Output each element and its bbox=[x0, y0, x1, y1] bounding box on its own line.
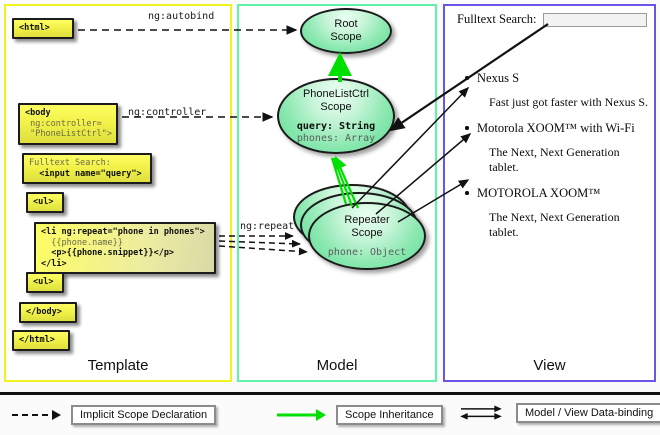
view-content: Fulltext Search: Nexus S Fast just got f… bbox=[451, 12, 649, 342]
view-phone-list: Nexus S Fast just got faster with Nexus … bbox=[451, 71, 649, 240]
view-search-label: Fulltext Search: bbox=[457, 12, 537, 26]
scope-phonelistctrl-title-2: Scope bbox=[320, 100, 352, 113]
scope-phonelistctrl[interactable]: PhoneListCtrl Scope query: String phones… bbox=[277, 78, 395, 154]
scope-root-title-1: Root bbox=[334, 18, 358, 30]
code-text-label: Fulltext Search: bbox=[29, 158, 111, 168]
view-search-input[interactable] bbox=[542, 12, 647, 27]
code-text-3: "PhoneListCtrl"> bbox=[25, 129, 112, 139]
template-box-body-close: </body> bbox=[19, 302, 77, 323]
code-text: <ul> bbox=[33, 197, 54, 207]
list-item[interactable]: Nexus S bbox=[465, 71, 649, 86]
template-box-html-close: </html> bbox=[12, 330, 70, 351]
scope-prop-phones: phones: Array bbox=[296, 132, 376, 144]
scope-root[interactable]: Root Scope bbox=[300, 8, 392, 54]
panel-model-label: Model bbox=[316, 357, 358, 374]
code-text: </body> bbox=[26, 307, 62, 317]
code-text-1: <body bbox=[25, 108, 51, 118]
bullet-icon bbox=[465, 191, 469, 195]
legend-label: Implicit Scope Declaration bbox=[71, 405, 217, 425]
legend-divider bbox=[0, 392, 660, 395]
list-item-snippet: The Next, Next Generation tablet. bbox=[489, 145, 620, 174]
view-search-row: Fulltext Search: bbox=[457, 12, 649, 27]
list-item-name: MOTOROLA XOOM™ bbox=[477, 186, 601, 200]
code-text-2: ng:controller= bbox=[25, 118, 102, 129]
template-box-ul-open: <ul> bbox=[26, 192, 64, 213]
code-text-1: <li ng:repeat="phone in phones"> bbox=[41, 227, 205, 237]
code-text: <html> bbox=[19, 23, 50, 33]
edge-label-ng-controller: ng:controller bbox=[128, 107, 207, 118]
legend-item-scope-inheritance: Scope Inheritance bbox=[275, 405, 443, 425]
list-item-name: Nexus S bbox=[477, 71, 520, 85]
template-box-li-repeat: <li ng:repeat="phone in phones"> {{phone… bbox=[34, 222, 216, 274]
edge-label-ng-repeat: ng:repeat bbox=[240, 221, 295, 232]
code-text: </html> bbox=[19, 335, 55, 345]
legend-label: Scope Inheritance bbox=[336, 405, 443, 425]
legend-label: Model / View Data-binding bbox=[516, 403, 660, 423]
code-text: <ul> bbox=[33, 277, 54, 287]
list-item[interactable]: Motorola XOOM™ with Wi-Fi bbox=[465, 121, 649, 136]
scope-root-title-2: Scope bbox=[330, 31, 362, 43]
code-text-4: </li> bbox=[41, 258, 67, 269]
code-text-input: <input name="query"> bbox=[29, 168, 142, 179]
bullet-icon bbox=[465, 76, 469, 80]
bidirectional-arrow-icon bbox=[460, 405, 502, 420]
scope-repeater-title-1: Repeater bbox=[344, 213, 390, 226]
legend-item-implicit-scope-declaration: Implicit Scope Declaration bbox=[10, 405, 217, 425]
bullet-icon bbox=[465, 126, 469, 130]
panel-view-label: View bbox=[533, 357, 566, 374]
dashed-arrow-icon bbox=[12, 410, 61, 420]
scope-repeater[interactable]: Repeater Scope phone: Object bbox=[308, 202, 426, 270]
template-box-ul-close: <ul> bbox=[26, 272, 64, 293]
template-box-html-open: <html> bbox=[12, 18, 74, 39]
list-item[interactable]: MOTOROLA XOOM™ bbox=[465, 186, 649, 201]
scope-prop-query: query: String bbox=[296, 120, 376, 132]
code-text-2: {{phone.name}} bbox=[41, 237, 123, 248]
scope-repeater-title-2: Scope bbox=[351, 226, 383, 239]
list-item-snippet: Fast just got faster with Nexus S. bbox=[489, 95, 648, 109]
template-box-fulltext-search: Fulltext Search: <input name="query"> bbox=[22, 153, 152, 184]
green-arrow-icon bbox=[277, 409, 326, 421]
code-text-3: <p>{{phone.snippet}}</p> bbox=[41, 248, 175, 258]
list-item-snippet: The Next, Next Generation tablet. bbox=[489, 210, 620, 239]
panel-template-label: Template bbox=[87, 357, 149, 374]
scope-phonelistctrl-title-1: PhoneListCtrl bbox=[302, 87, 370, 100]
template-box-body-open: <body ng:controller= "PhoneListCtrl"> bbox=[18, 103, 118, 145]
scope-prop-phone: phone: Object bbox=[327, 246, 407, 258]
edge-label-ng-autobind: ng:autobind bbox=[148, 11, 215, 22]
list-item-name: Motorola XOOM™ with Wi-Fi bbox=[477, 121, 635, 135]
legend-item-model-view-data-binding: Model / View Data-binding bbox=[455, 403, 660, 423]
